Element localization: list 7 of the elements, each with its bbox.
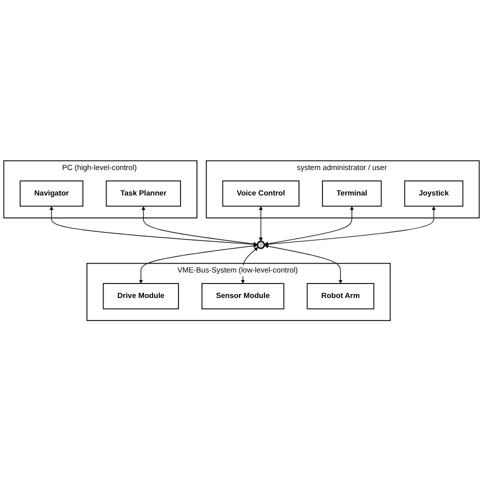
arrow <box>141 206 258 246</box>
arrow <box>49 206 258 246</box>
node-circle <box>256 240 266 249</box>
arrow <box>264 206 354 246</box>
arrow <box>264 206 436 246</box>
arrow <box>258 206 263 242</box>
arrow <box>264 244 343 284</box>
